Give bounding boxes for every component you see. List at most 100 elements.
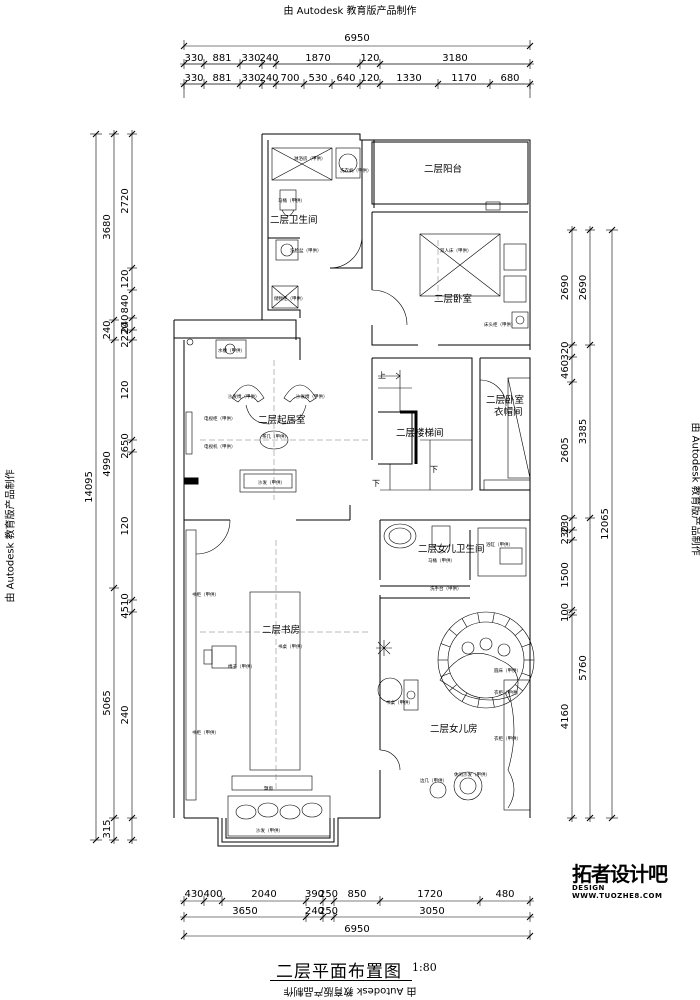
wall-segment [371,211,530,346]
dim-left-inner-value: 240 [120,314,131,333]
room-label-balcony: 二层阳台 [424,163,462,175]
dimension-tick [568,606,576,614]
dim-top-row1-value: 3180 [442,53,467,64]
door-swing [195,519,231,555]
dim-right-outer-value: 3385 [578,419,589,444]
dim-left-inner-value: 240 [120,705,131,724]
watermark-top: 由 Autodesk 教育版产品制作 [283,6,417,17]
walls [173,133,531,847]
wall-segment [479,357,531,818]
dim-left-outer-value: 5065 [102,690,113,715]
bed-pleat [514,628,523,636]
dim-top-row1-value: 120 [360,53,379,64]
pipe [186,338,194,346]
furniture-label: 电视机（甲供） [204,443,236,450]
room-label-daughter-room: 二层女儿房 [430,723,478,735]
dimension-tick [236,60,244,68]
furniture-label: 书柜（甲供） [192,591,219,598]
bathtub [383,523,417,549]
room-labels: 二层阳台二层卫生间二层卧室二层起居室二层楼梯间二层卧室衣帽间二层女儿卫生间二层书… [258,163,524,735]
dimension-tick [128,264,136,272]
dimension-tick [330,897,338,905]
title-underline [270,980,412,981]
dimension-lines [90,40,618,940]
shower-area [477,527,527,577]
dim-left-outer-value: 3680 [102,214,113,239]
axis-lines [200,240,439,790]
dimension-tick [526,932,534,940]
dim-right-inner-value: 1500 [560,562,571,587]
dimension-tick [128,596,136,604]
dimension-tick [608,814,616,822]
furniture-label: 马桶（甲供） [428,557,455,564]
wall-segment [184,505,380,847]
bed-pleat [521,672,532,677]
room-label-daughter-bath: 二层女儿卫生间 [418,543,485,555]
dim-bottom-total-value: 6950 [344,924,369,935]
dim-left-inner-value: 4510 [120,593,131,618]
dim-left-total-value: 14095 [84,471,95,503]
cushion [279,804,301,820]
chair-back [203,649,213,665]
dimension-tick [200,897,208,905]
dim-left-inner-value: 120 [120,380,131,399]
dimension-tick [110,836,118,844]
toilet-bowl [433,545,449,554]
dimension-tick [356,60,364,68]
dimension-tick [376,897,384,905]
room-label-study: 二层书房 [262,624,300,636]
dim-bottom-row1-value: 1720 [417,889,442,900]
dimension-tick [128,326,136,334]
dim-right-inner-value: 230 [560,525,571,544]
dimension-tick [302,897,310,905]
dim-bottom-row2-value: 250 [319,906,338,917]
dim-top-row2-value: 700 [280,73,299,84]
dimension-tick [568,226,576,234]
dimension-tick [608,226,616,234]
bed-pleat [521,643,532,648]
basin-counter [275,239,299,261]
armchair-right [283,384,317,403]
dim-top-row2-value: 330 [184,73,203,84]
dimension-tick [200,80,208,88]
dimension-tick [110,336,118,344]
storage-cabinet [271,285,299,309]
furniture-label: 洗衣机（甲供） [340,167,372,174]
brand-logo: 拓者设计吧 DESIGN WWW.TUOZHE8.COM [572,864,692,900]
nightstand-lamp [515,315,525,325]
dimension-tick [110,584,118,592]
sofa-seat [243,473,293,489]
washing-machine [335,147,361,179]
dimension-tick [180,932,188,940]
dim-top-row2-value: 881 [212,73,231,84]
nightstand [511,311,529,329]
dimension-tick [586,226,594,234]
bed-pleat [514,684,523,692]
vanity [499,547,523,565]
furniture-label: 休闲沙发（甲供） [454,771,490,778]
dim-right-outer-value: 5760 [578,655,589,680]
dim-top-row1-value: 881 [212,53,231,64]
sink-cabinet [215,339,247,359]
room-label-living: 二层起居室 [258,414,306,426]
dimension-tick [92,130,100,138]
dimension-tick [110,130,118,138]
dim-top-row2-value: 640 [336,73,355,84]
dimension-tick [272,60,280,68]
dim-top-row1-value: 330 [241,53,260,64]
bedding [439,653,519,701]
cushion [235,804,257,820]
drawing-title: 二层平面布置图 [276,962,402,982]
drawing-scale: 1:80 [412,961,437,974]
room-label-bathroom: 二层卫生间 [270,214,318,226]
dim-top-row1-value: 330 [184,53,203,64]
dim-bottom-row1-value: 390 [305,889,324,900]
dim-bottom-row1-value: 430 [184,889,203,900]
toilet [431,525,451,547]
dimension-tick [110,316,118,324]
wall-segment [261,133,531,350]
wardrobe-shelf [483,479,531,491]
dim-left-inner-value: 120 [120,269,131,288]
furniture-label: 衣柜（甲供） [494,735,521,742]
